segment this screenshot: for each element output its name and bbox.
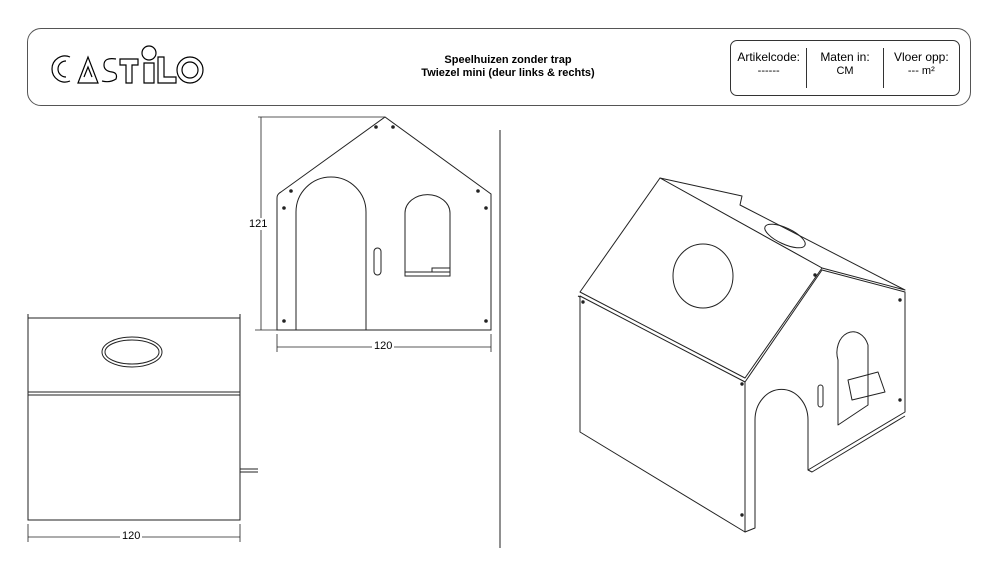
side-width-dimension: 120: [120, 530, 143, 542]
floor-area-cell: Vloer opp: --- m²: [882, 48, 959, 88]
front-width-dimension: 120: [372, 340, 395, 352]
drawing-title: Speelhuizen zonder trap Twiezel mini (de…: [358, 54, 658, 80]
info-box: Artikelcode: ------ Maten in: CM Vloer o…: [730, 40, 960, 96]
title-line-1: Speelhuizen zonder trap: [444, 54, 572, 66]
front-height-dimension: 121: [247, 218, 270, 230]
article-code-cell: Artikelcode: ------: [737, 50, 801, 77]
title-block: Speelhuizen zonder trap Twiezel mini (de…: [27, 28, 971, 106]
castilo-logo: [51, 45, 204, 84]
title-line-2: Twiezel mini (deur links & rechts): [421, 67, 595, 79]
front-view: [255, 116, 492, 352]
isometric-view: [577, 177, 906, 533]
units-cell: Maten in: CM: [806, 48, 882, 88]
side-view: [27, 314, 258, 542]
